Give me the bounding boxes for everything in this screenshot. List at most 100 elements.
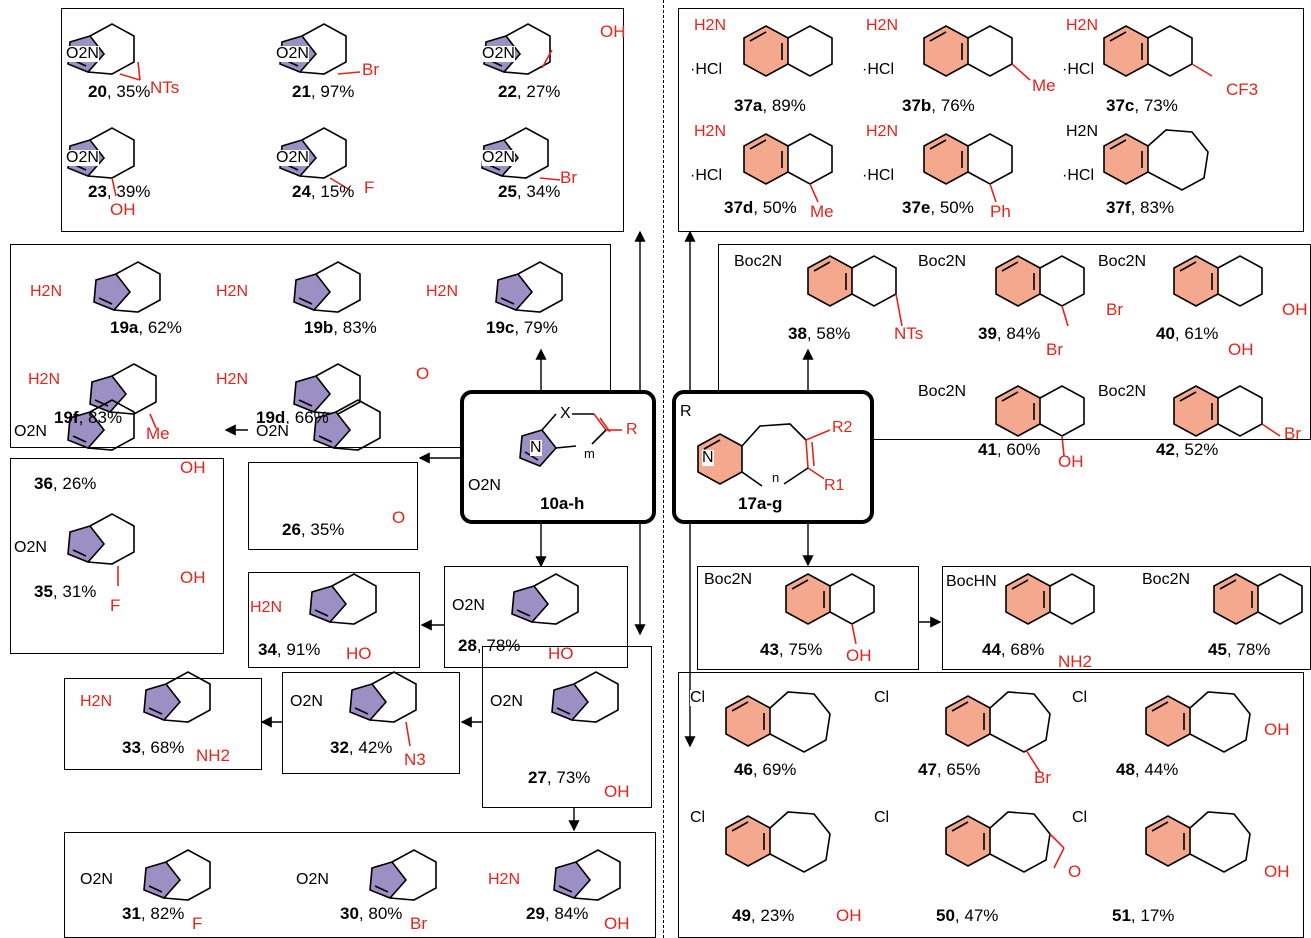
box-28 bbox=[444, 566, 628, 668]
label-37c: 37c, 73% bbox=[1106, 96, 1178, 115]
label-41: 41, 60% bbox=[978, 440, 1041, 459]
core-right-r2: R2 bbox=[832, 419, 853, 436]
hcl-37b: ·HCl bbox=[862, 61, 894, 78]
label-50: 50, 47% bbox=[936, 906, 999, 925]
label-37b: 37b, 76% bbox=[902, 96, 975, 115]
boc-45: Boc2N bbox=[1142, 571, 1191, 588]
o2n-20: O2N bbox=[66, 45, 99, 62]
core-left-n: N bbox=[530, 439, 542, 456]
label-26: 26, 35% bbox=[282, 520, 345, 539]
sub-50: O bbox=[1068, 862, 1082, 881]
sub-39: Br bbox=[1046, 340, 1063, 359]
label-46: 46, 69% bbox=[734, 760, 797, 779]
core-left-o2n: O2N bbox=[468, 477, 501, 494]
label-39: 39, 84% bbox=[978, 324, 1041, 343]
box-27 bbox=[482, 646, 652, 808]
core-17a-g bbox=[672, 390, 874, 524]
sub-37c: CF3 bbox=[1226, 80, 1259, 99]
sub-47: Br bbox=[1034, 768, 1051, 787]
hcl-37e: ·HCl bbox=[862, 167, 894, 184]
sub-19d: O bbox=[416, 364, 430, 383]
sub-51: OH bbox=[1264, 862, 1290, 881]
label-34: 34, 91% bbox=[258, 640, 321, 659]
box-34 bbox=[248, 572, 420, 668]
label-44: 44, 68% bbox=[982, 640, 1045, 659]
sub-37d: Me bbox=[810, 202, 834, 221]
label-19d: 19d, 66% bbox=[256, 408, 329, 427]
sub-21: Br bbox=[362, 60, 379, 79]
sub-22: OH bbox=[600, 22, 626, 41]
h2n-37a: H2N bbox=[694, 17, 727, 34]
o2n-25: O2N bbox=[482, 149, 515, 166]
label-30: 30, 80% bbox=[340, 904, 403, 923]
o2n-26: O2N bbox=[256, 423, 289, 440]
cl-51: Cl bbox=[1072, 809, 1088, 826]
hcl-37d: ·HCl bbox=[690, 167, 722, 184]
o2n-32: O2N bbox=[290, 693, 323, 710]
o2n-30: O2N bbox=[296, 871, 329, 888]
core-right-r1: R1 bbox=[824, 477, 845, 494]
sub-23: OH bbox=[110, 200, 136, 219]
h2n-19b: H2N bbox=[216, 283, 249, 300]
label-37f: 37f, 83% bbox=[1106, 198, 1175, 217]
label-37e: 37e, 50% bbox=[902, 198, 974, 217]
core-right-r: R bbox=[680, 403, 692, 420]
cl-48: Cl bbox=[1072, 689, 1088, 706]
sub-31: F bbox=[192, 914, 203, 933]
label-19a: 19a, 62% bbox=[110, 318, 182, 337]
o2n-23: O2N bbox=[66, 149, 99, 166]
sub-19f: Me bbox=[146, 424, 170, 443]
sub-20: NTs bbox=[150, 78, 180, 97]
label-51: 51, 17% bbox=[1112, 906, 1175, 925]
core-left-x: X bbox=[560, 405, 571, 422]
sub-34: HO bbox=[346, 644, 372, 663]
hcl-37c: ·HCl bbox=[1062, 61, 1094, 78]
h2n-37b: H2N bbox=[866, 17, 899, 34]
o2n-27: O2N bbox=[490, 693, 523, 710]
sub-49: OH bbox=[836, 906, 862, 925]
o2n-28: O2N bbox=[452, 597, 485, 614]
label-21: 21, 97% bbox=[292, 82, 355, 101]
label-19b: 19b, 83% bbox=[304, 318, 377, 337]
label-38: 38, 58% bbox=[788, 324, 851, 343]
sub-27: OH bbox=[604, 782, 630, 801]
box-43 bbox=[697, 566, 919, 670]
label-48: 48, 44% bbox=[1116, 760, 1179, 779]
label-19c: 19c, 79% bbox=[486, 318, 558, 337]
sub-25: Br bbox=[560, 168, 577, 187]
divider-line bbox=[663, 0, 664, 938]
h2n-37f: H2N bbox=[1066, 123, 1099, 140]
boc-40: Boc2N bbox=[1098, 253, 1147, 270]
core-right-n-label: n bbox=[772, 470, 780, 486]
o2n-24: O2N bbox=[276, 149, 309, 166]
h2n-29: H2N bbox=[488, 871, 521, 888]
box-37 bbox=[678, 8, 1304, 232]
h2n-34: H2N bbox=[250, 599, 283, 616]
sub-36: OH bbox=[180, 458, 206, 477]
h2n-19a: H2N bbox=[30, 283, 63, 300]
label-42: 42, 52% bbox=[1156, 440, 1219, 459]
sub-43: OH bbox=[846, 646, 872, 665]
sub-26: O bbox=[392, 508, 406, 527]
sub-38: NTs bbox=[894, 324, 924, 343]
box-19 bbox=[10, 244, 611, 448]
label-43: 43, 75% bbox=[760, 640, 823, 659]
label-28: 28, 78% bbox=[458, 636, 521, 655]
sub-35: F bbox=[110, 596, 121, 615]
label-35: 35, 31% bbox=[34, 582, 97, 601]
label-32: 32, 42% bbox=[330, 738, 393, 757]
core-10a-h bbox=[460, 390, 656, 524]
core-right-id: 17a-g bbox=[738, 494, 783, 513]
o2n-21: O2N bbox=[276, 45, 309, 62]
label-31: 31, 82% bbox=[122, 904, 185, 923]
sub-37b: Me bbox=[1032, 76, 1056, 95]
sub-35-oh: OH bbox=[180, 568, 206, 587]
box-20-25 bbox=[61, 8, 624, 232]
boc-41: Boc2N bbox=[918, 383, 967, 400]
label-37a: 37a, 89% bbox=[734, 96, 806, 115]
label-27: 27, 73% bbox=[528, 768, 591, 787]
hcl-37a: ·HCl bbox=[690, 61, 722, 78]
cl-50: Cl bbox=[874, 809, 890, 826]
label-45: 45, 78% bbox=[1208, 640, 1271, 659]
h2n-37d: H2N bbox=[694, 123, 727, 140]
